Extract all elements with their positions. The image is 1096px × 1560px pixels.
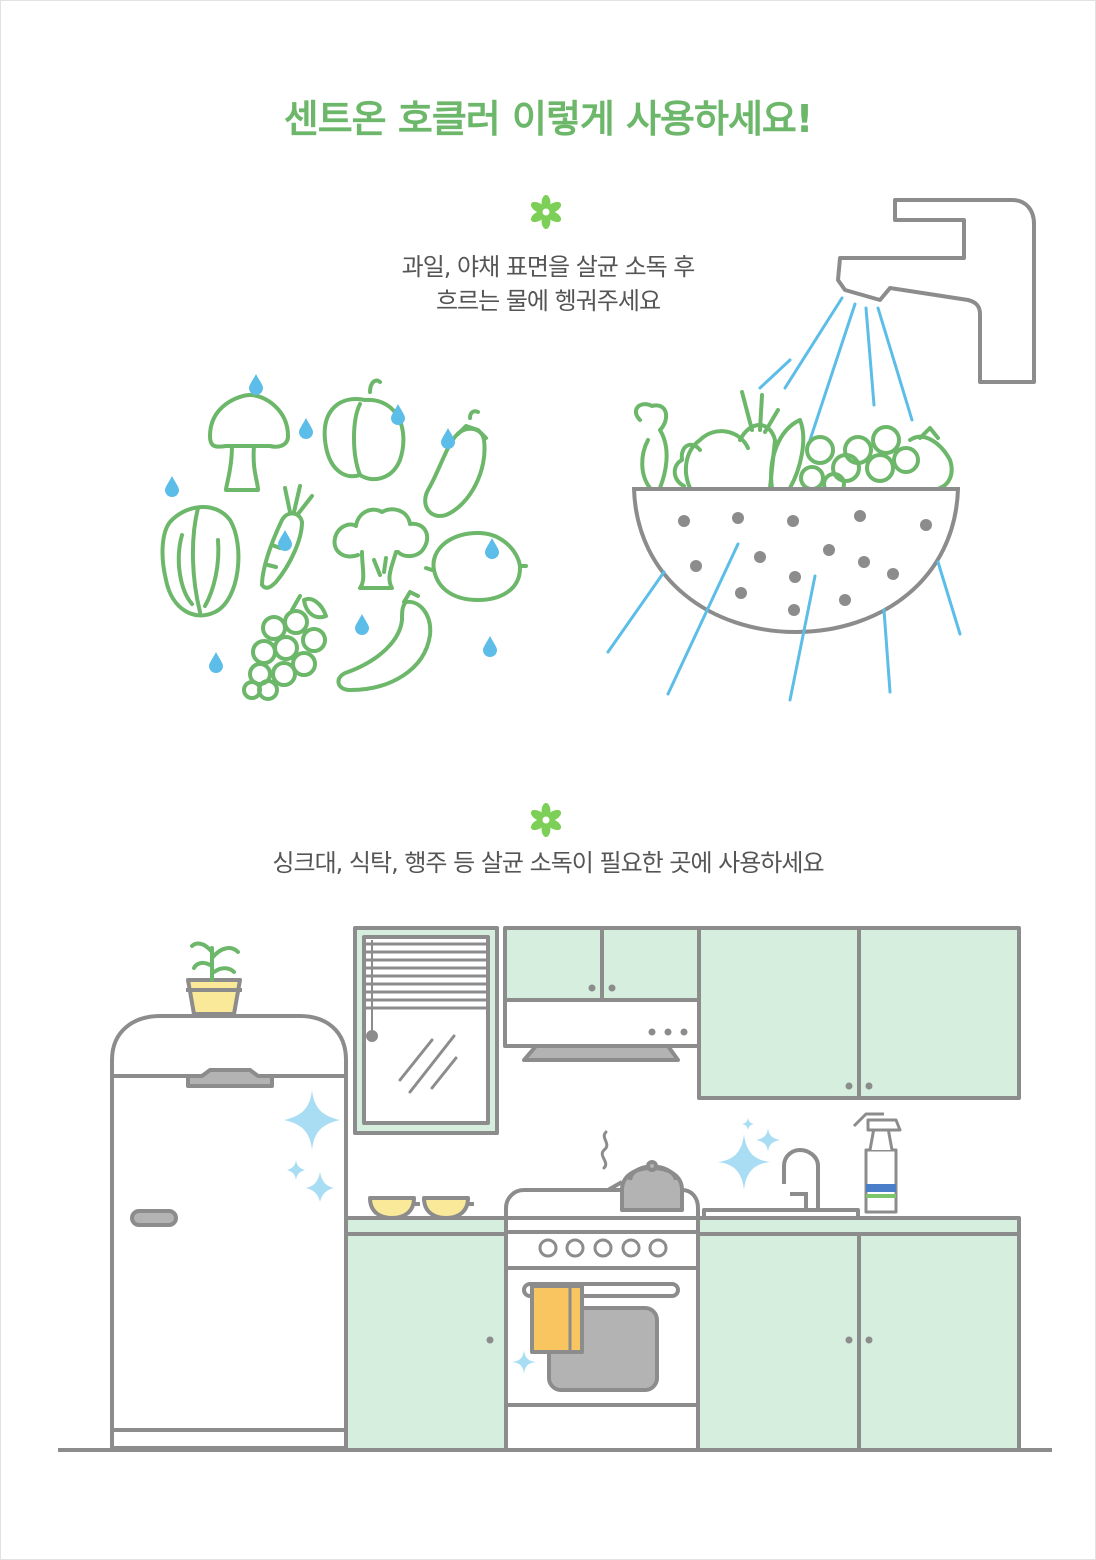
section1-line2: 흐르는 물에 헹궈주세요	[435, 287, 661, 315]
section1-text: 과일, 야채 표면을 살균 소독 후 흐르는 물에 헹궈주세요	[0, 250, 1096, 318]
asterisk-flower-icon	[530, 803, 562, 837]
carrot-icon	[260, 484, 314, 590]
eggplant-icon	[423, 409, 488, 518]
lemon-icon	[424, 530, 528, 602]
upper-cabinet-right	[697, 926, 1021, 1100]
water-streams	[758, 296, 914, 442]
stove-oven-icon	[504, 1188, 700, 1452]
refrigerator-icon	[110, 1014, 348, 1450]
steam-icon	[600, 1130, 609, 1170]
kettle-icon	[607, 1160, 684, 1212]
blinds	[364, 942, 488, 1010]
cabinet-handles	[486, 984, 873, 1344]
window-shine	[398, 1034, 458, 1094]
cucumber-icon	[336, 590, 433, 692]
section1-line1: 과일, 야채 표면을 살균 소독 후	[401, 253, 696, 281]
section2-line1: 싱크대, 식탁, 행주 등 살균 소독이 필요한 곳에 사용하세요	[272, 849, 824, 877]
bell-pepper-icon	[322, 378, 406, 482]
kitchen-illustration	[58, 926, 1052, 1452]
stove-knobs	[538, 1238, 668, 1258]
teacups-icon	[368, 1196, 474, 1220]
draining-water	[606, 542, 962, 702]
vegetable-illustration	[160, 198, 1036, 702]
section2-text: 싱크대, 식탁, 행주 등 살균 소독이 필요한 곳에 사용하세요	[0, 846, 1096, 880]
lower-cabinet-left	[344, 1216, 508, 1452]
grapes-icon	[242, 594, 328, 701]
plant-leaves	[190, 941, 240, 982]
bowl-vegetables	[633, 390, 954, 496]
page-title: 센트온 호클러 이렇게 사용하세요!	[283, 97, 813, 141]
sink-faucet-icon	[702, 1148, 860, 1220]
water-drops	[165, 374, 499, 673]
colander-bowl-icon	[631, 487, 961, 635]
asterisk-flower-icon	[530, 195, 562, 229]
sparkle-icons	[284, 1090, 780, 1374]
faucet-icon	[836, 198, 1036, 384]
mushroom-icon	[208, 393, 290, 492]
plant-pot-icon	[186, 978, 242, 1016]
kitchen-towel-icon	[530, 1284, 584, 1354]
cabbage-icon	[160, 505, 241, 618]
upper-cabinet-left	[503, 926, 701, 1002]
spray-bottle-icon	[852, 1112, 902, 1214]
broccoli-icon	[332, 507, 430, 590]
